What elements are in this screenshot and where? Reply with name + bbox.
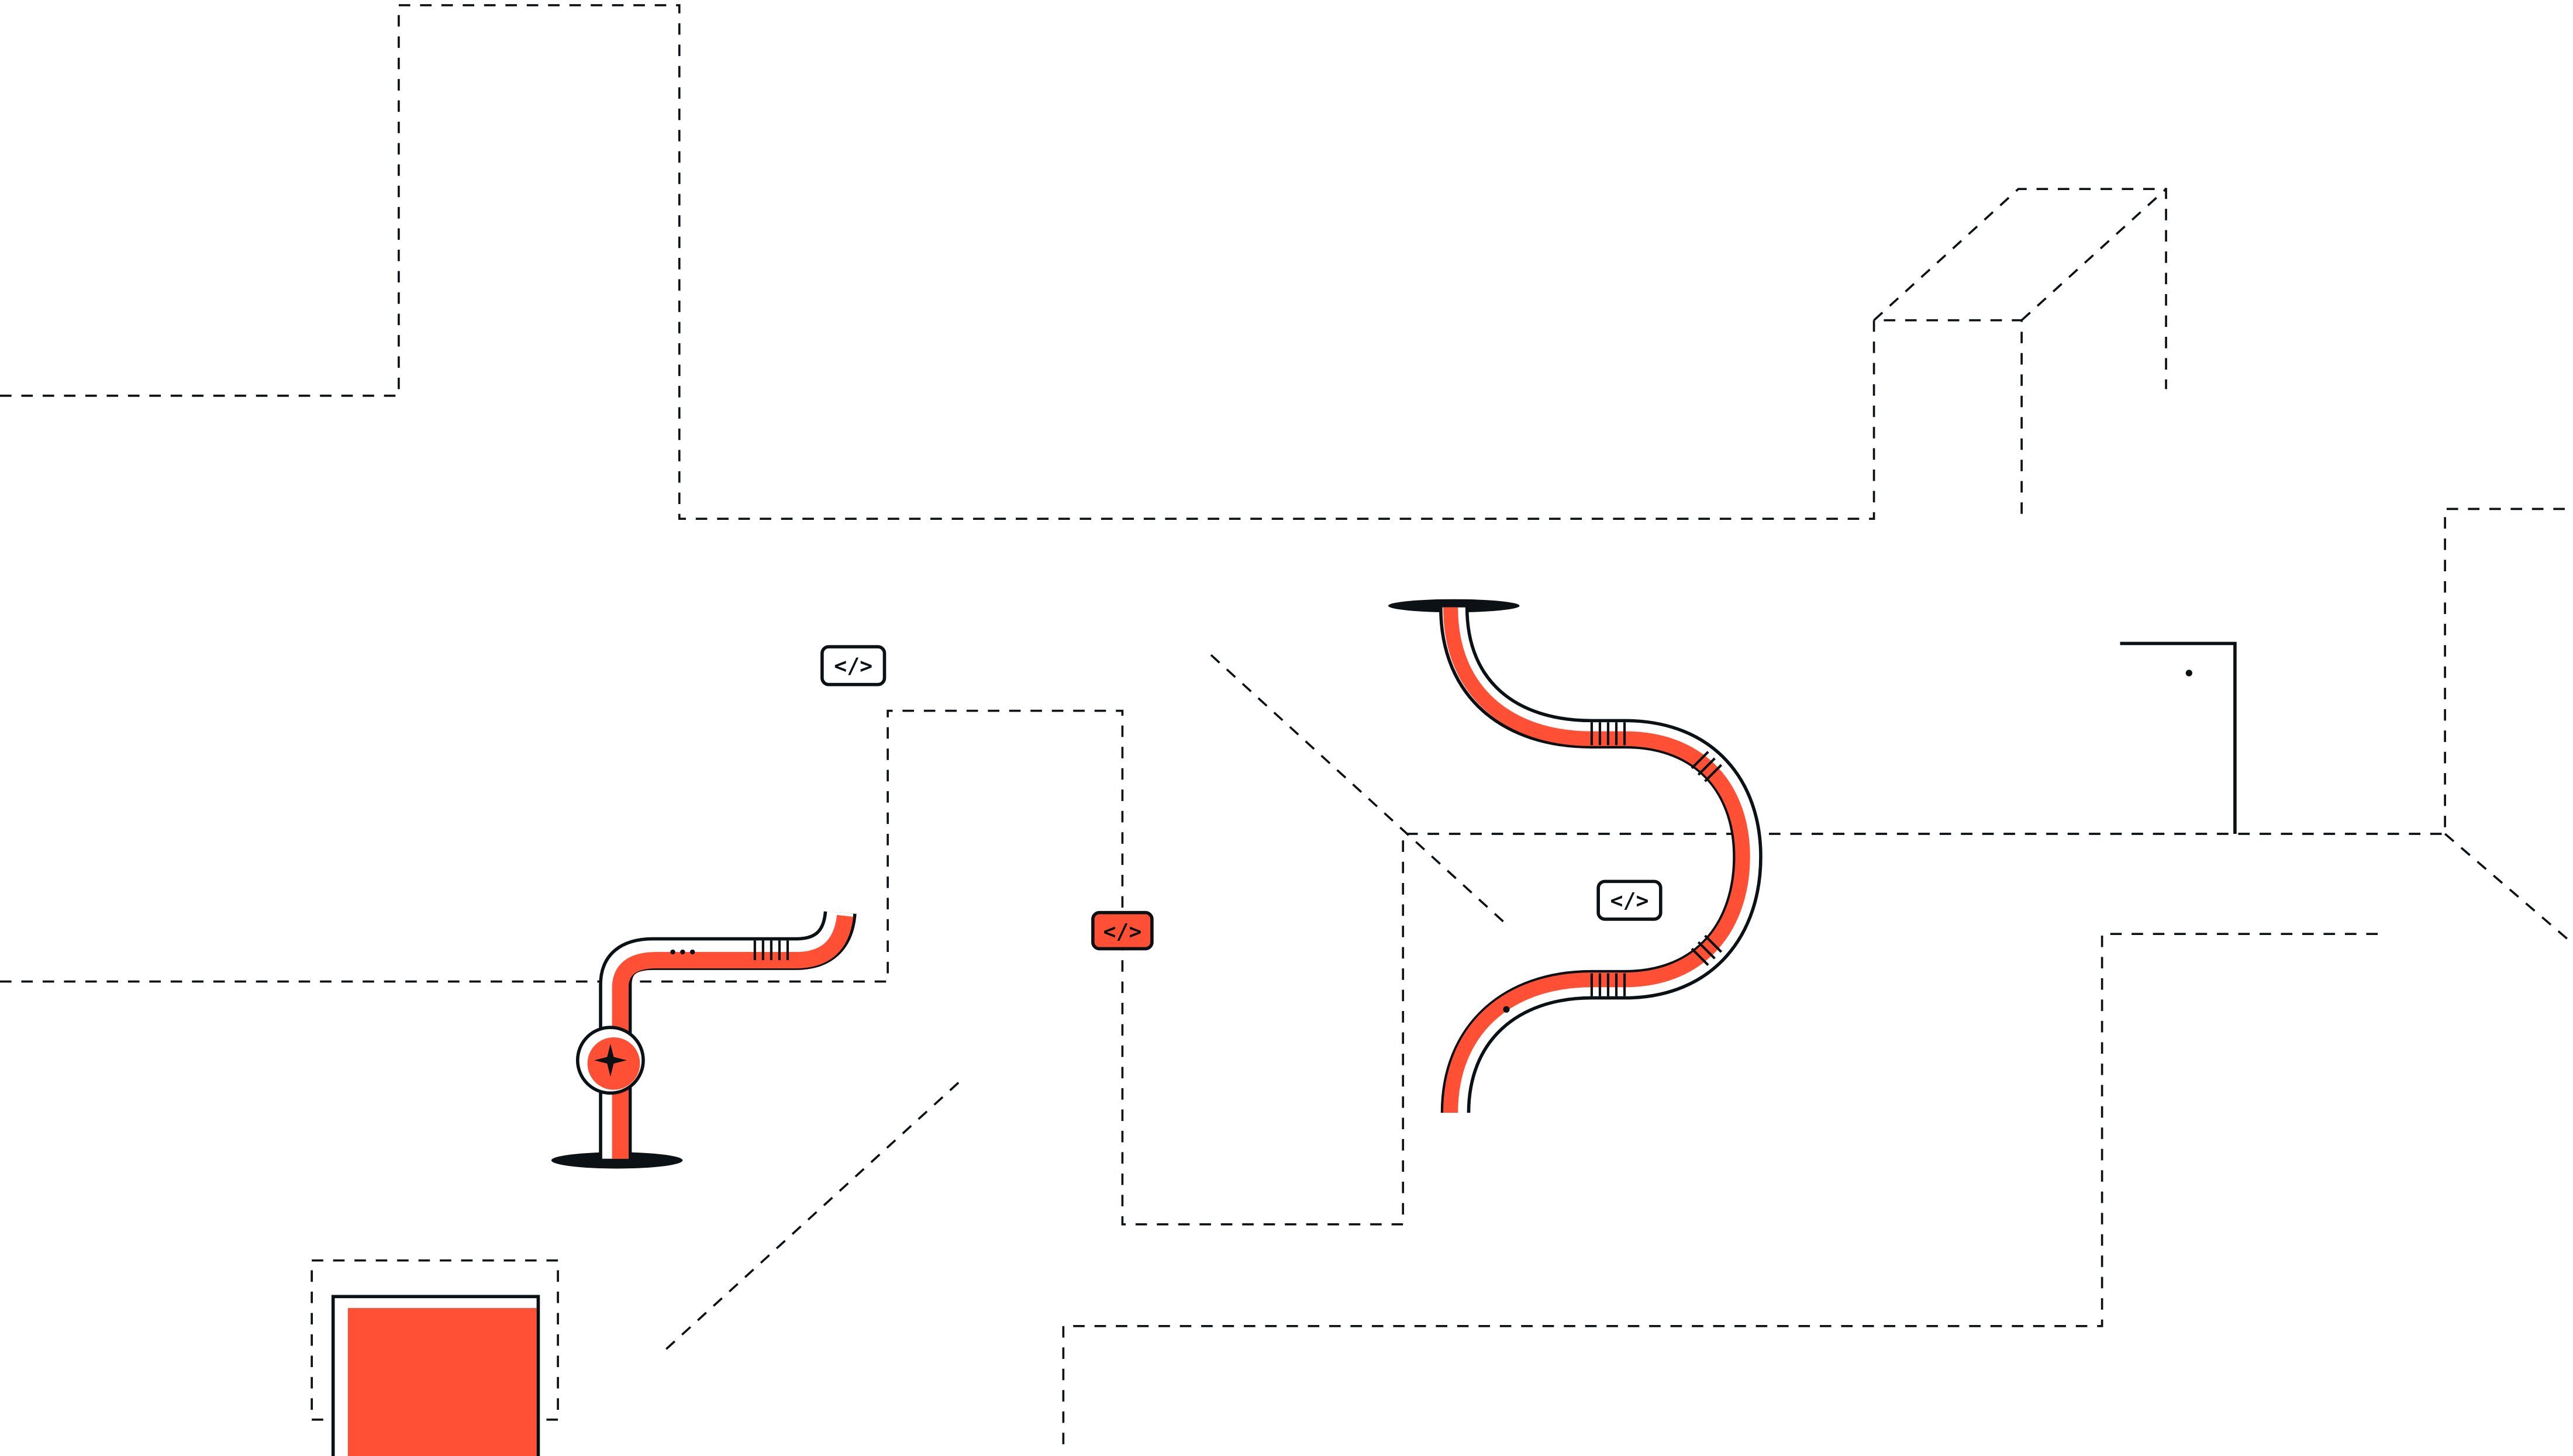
pipe-hole <box>1388 599 1520 613</box>
valve-wheel <box>575 1026 645 1095</box>
code-icon: </> <box>834 653 872 678</box>
code-icon: </> <box>1103 919 1141 944</box>
orange-box <box>331 1295 540 1456</box>
code-badge: </> <box>820 645 887 686</box>
code-icon: </> <box>1610 888 1649 913</box>
pipe-hole <box>551 1152 683 1169</box>
s-pipe <box>1388 599 1763 1113</box>
code-badge-highlighted: </> <box>1091 910 1154 951</box>
dashed-outlines <box>0 4 2573 1444</box>
door-outline <box>2120 641 2237 834</box>
code-badge: </> <box>1596 879 1663 921</box>
left-pipe <box>551 910 857 1169</box>
